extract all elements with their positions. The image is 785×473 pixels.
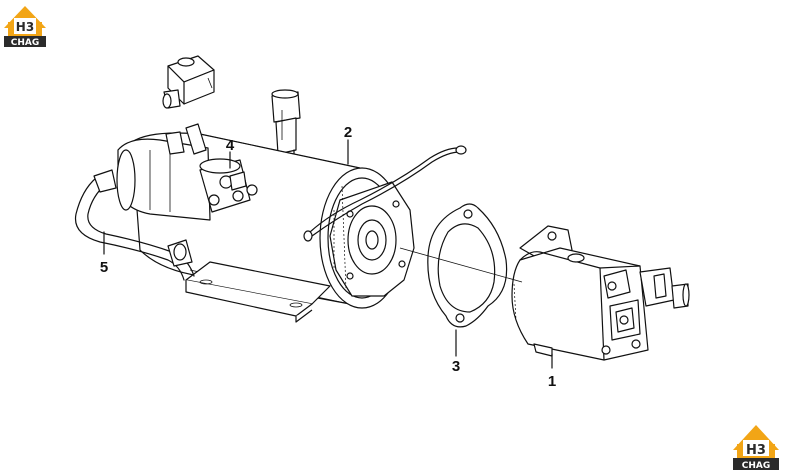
- svg-text:H3: H3: [16, 20, 34, 34]
- callout-4: 4: [226, 137, 235, 154]
- cable: [74, 169, 195, 281]
- callout-2: 2: [344, 124, 352, 141]
- logo-bottom-right: H3 CHAG: [733, 425, 779, 471]
- alignment-line: [399, 247, 523, 283]
- wire: [303, 145, 467, 242]
- gasket: [427, 203, 508, 328]
- hydraulic-pump: [511, 225, 690, 361]
- callout-3: 3: [452, 358, 460, 375]
- svg-text:H3: H3: [746, 443, 766, 458]
- solenoid: [165, 123, 258, 213]
- leader-lines: [103, 139, 553, 369]
- callout-5: 5: [100, 259, 108, 276]
- terminal-cap-icon: [162, 55, 215, 109]
- svg-text:CHAG: CHAG: [742, 461, 771, 471]
- callout-1: 1: [548, 373, 556, 390]
- svg-text:CHAG: CHAG: [11, 38, 40, 48]
- logo-top-left: H3 CHAG: [4, 6, 46, 48]
- electric-motor: [116, 132, 415, 323]
